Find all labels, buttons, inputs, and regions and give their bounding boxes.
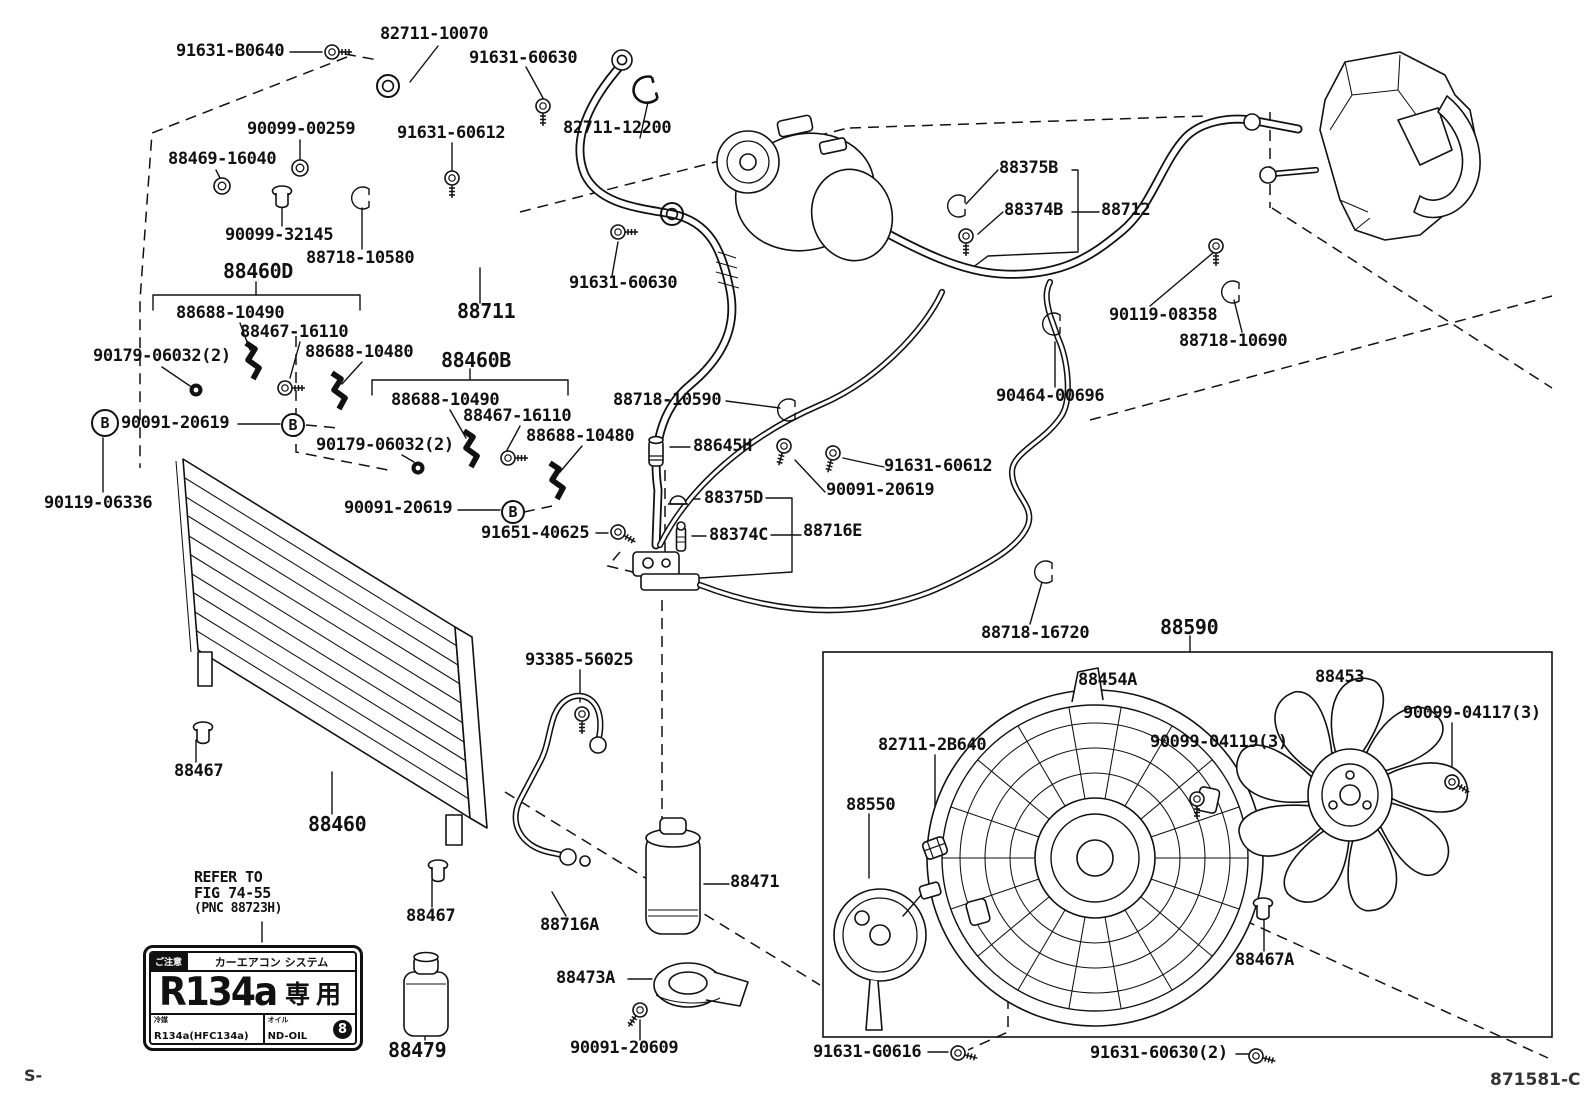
fan-blade-88453 — [1236, 677, 1469, 912]
b-marker: B — [501, 500, 525, 524]
part-label: 82711-12200 — [563, 118, 672, 138]
refer-note-line: FIG 74-55 — [194, 884, 271, 902]
part-label: 88712 — [1101, 200, 1151, 220]
placard-cell2-title: オイル — [267, 1016, 289, 1024]
r134a-placard: ご注意 カーエアコン システム R134a 専用 冷媒 R134a(HFC134… — [143, 945, 363, 1051]
b-marker: B — [281, 413, 305, 437]
part-label: 88375D — [704, 488, 764, 508]
part-label: 88454A — [1078, 670, 1138, 690]
placard-oil-badge: 8 — [333, 1020, 352, 1039]
part-label: 88467-16110 — [463, 406, 572, 426]
part-label: 90091-20619 — [344, 498, 453, 518]
liquid-line — [656, 278, 1071, 614]
part-label: 88460B — [441, 348, 511, 372]
evaporator-junction-block — [632, 551, 700, 591]
part-label: 88375B — [999, 158, 1059, 178]
condenser — [175, 458, 488, 846]
part-label: 82711-10070 — [380, 24, 489, 44]
part-label: 91631-60612 — [884, 456, 993, 476]
part-label: 90179-06032(2) — [316, 435, 454, 455]
part-label: 91631-60630 — [569, 273, 678, 293]
part-label: 90091-20619 — [826, 480, 935, 500]
part-label: 88718-10590 — [613, 390, 722, 410]
refer-note-line: (PNC 88723H) — [194, 901, 282, 916]
part-label: 88688-10490 — [391, 390, 500, 410]
fan-shroud — [926, 667, 1264, 1027]
part-label: 88716A — [540, 915, 600, 935]
part-label: 88718-16720 — [981, 623, 1090, 643]
placard-cell2-value: ND-OIL — [267, 1031, 308, 1042]
part-label: 93385-56025 — [525, 650, 634, 670]
placard-exclusive-text: 専用 — [284, 979, 347, 1009]
placard-cell1-value: R134a(HFC134a) — [154, 1031, 249, 1042]
placard-header: カーエアコン システム — [186, 953, 355, 970]
oil-canister-88479 — [403, 951, 449, 1037]
part-label: 88479 — [388, 1038, 447, 1062]
part-label: 91631-G0616 — [813, 1042, 922, 1062]
part-label: 91631-60630(2) — [1090, 1043, 1228, 1063]
placard-notice: ご注意 — [151, 953, 187, 970]
part-label: 88460 — [308, 812, 367, 836]
refer-note-line: REFER TO — [194, 868, 263, 886]
part-label: 88688-10480 — [526, 426, 635, 446]
part-label: 88469-16040 — [168, 149, 277, 169]
part-label: 88688-10490 — [176, 303, 285, 323]
part-label: 88590 — [1160, 615, 1219, 639]
receiver-drier-88471 — [645, 817, 701, 935]
fan-motor-88550 — [833, 881, 942, 1031]
part-label: 88467-16110 — [240, 322, 349, 342]
placard-refrigerant: R134a — [159, 969, 278, 1016]
part-label: 90119-08358 — [1109, 305, 1218, 325]
part-label: 88473A — [556, 968, 616, 988]
part-label: 91631-60612 — [397, 123, 506, 143]
part-label: 82711-2B640 — [878, 735, 987, 755]
part-label: 88467 — [174, 761, 224, 781]
refer-note: REFER TO FIG 74-55 (PNC 88723H) — [194, 869, 282, 917]
part-label: 90464-00696 — [996, 386, 1105, 406]
compressor — [716, 114, 894, 262]
part-label: 88716E — [803, 521, 863, 541]
discharge-hose-88711 — [376, 49, 740, 550]
suction-hose-88712 — [865, 113, 1320, 279]
part-label: 90091-20619 — [121, 413, 230, 433]
leader-lines — [102, 45, 1453, 1055]
pipe-88716a — [512, 692, 607, 867]
part-label: 88718-10690 — [1179, 331, 1288, 351]
part-label: 90091-20609 — [570, 1038, 679, 1058]
part-label: 90179-06032(2) — [93, 346, 231, 366]
part-label: 90119-06336 — [44, 493, 153, 513]
figure-code: 871581-C — [1490, 1070, 1581, 1090]
placard-cell1-title: 冷媒 — [154, 1016, 168, 1024]
part-label: 90099-04119(3) — [1150, 732, 1288, 752]
part-label: 88711 — [457, 299, 516, 323]
part-label: 91631-60630 — [469, 48, 578, 68]
part-label: 88471 — [730, 872, 780, 892]
part-label: 90099-32145 — [225, 225, 334, 245]
part-label: 91651-40625 — [481, 523, 590, 543]
part-label: 90099-04117(3) — [1403, 703, 1541, 723]
part-label: 88467A — [1235, 950, 1295, 970]
part-label: 91631-B0640 — [176, 41, 285, 61]
part-label: 88550 — [846, 795, 896, 815]
part-label: 88453 — [1315, 667, 1365, 687]
corner-mark: S- — [24, 1066, 43, 1085]
b-marker: B — [91, 409, 119, 437]
part-label: 88645H — [693, 436, 753, 456]
part-label: 88460D — [223, 259, 293, 283]
clamp-88473a — [653, 962, 749, 1008]
fan-assembly-box — [822, 651, 1553, 1038]
part-label: 88718-10580 — [306, 248, 415, 268]
part-label: 88467 — [406, 906, 456, 926]
heater-unit — [1319, 51, 1481, 241]
part-label: 88374B — [1004, 200, 1064, 220]
part-label: 88374C — [709, 525, 769, 545]
part-label: 90099-00259 — [247, 119, 356, 139]
part-label: 88688-10480 — [305, 342, 414, 362]
